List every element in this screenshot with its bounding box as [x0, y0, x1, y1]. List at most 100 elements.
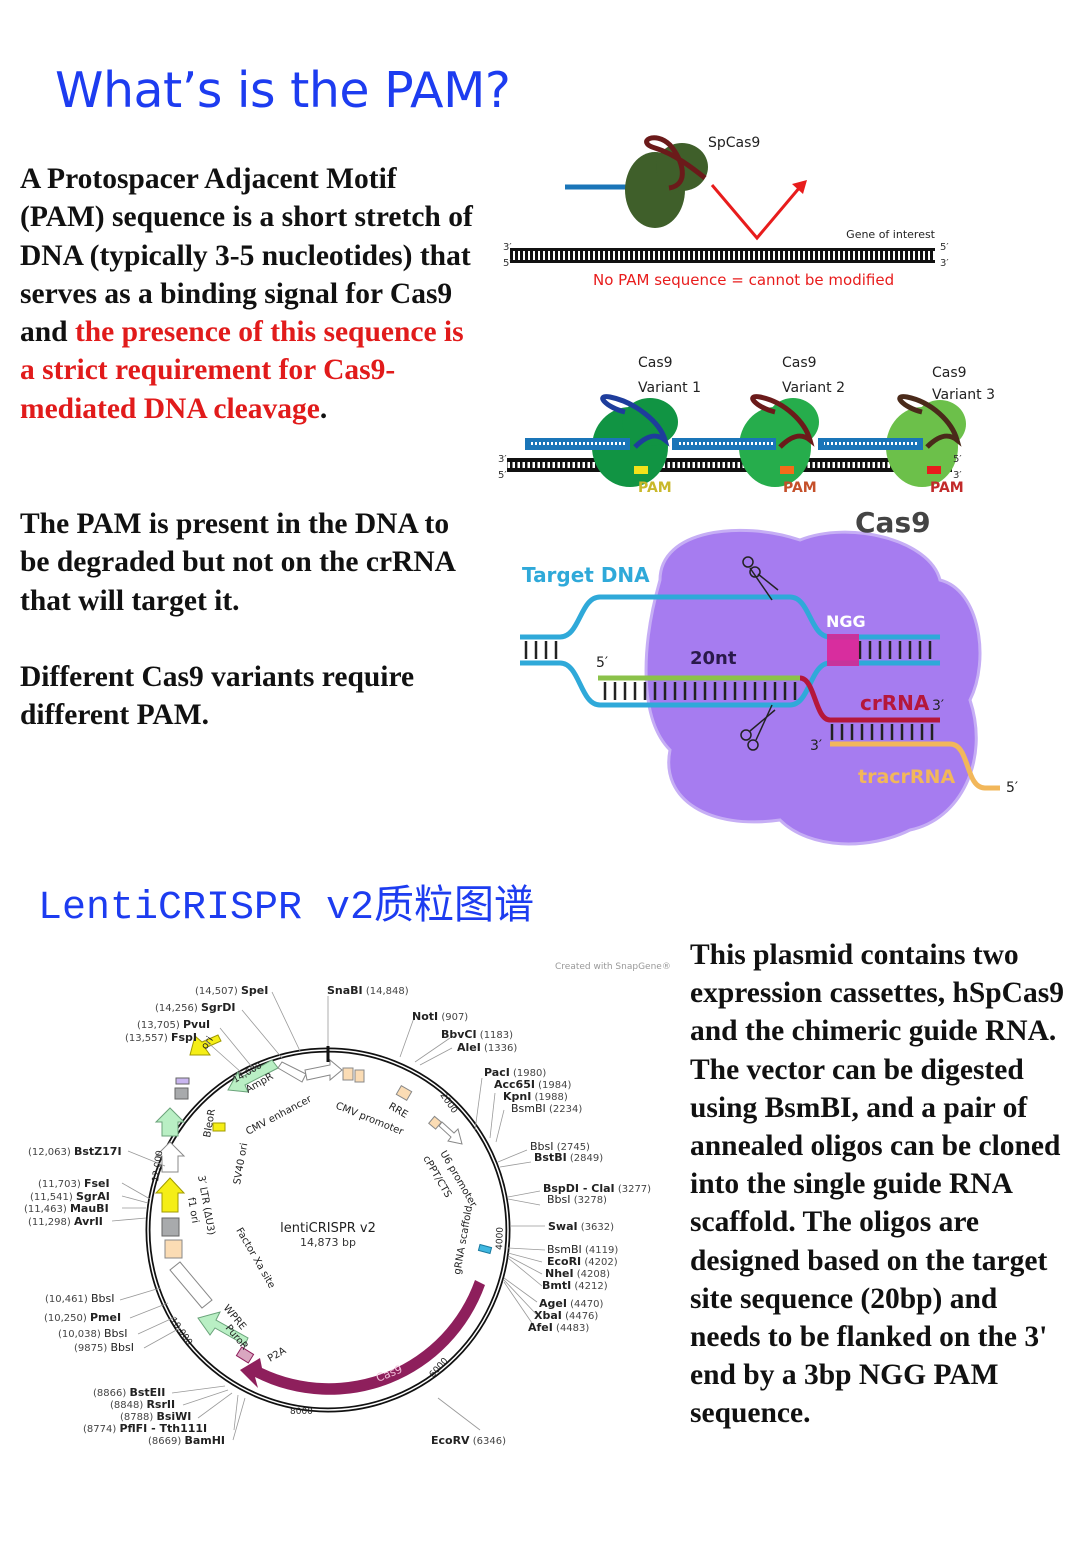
- variant-3-label-line1: Cas9: [932, 365, 967, 381]
- site-position: (11,703): [38, 1179, 81, 1190]
- right-site-label: BstBI (2849): [534, 1151, 603, 1164]
- end-label-3prime-left: 3′: [503, 242, 512, 253]
- right-site-label: BbsI (3278): [547, 1193, 607, 1206]
- site-position: (4212): [574, 1281, 608, 1292]
- right-site-label: BspDI - ClaI (3277): [543, 1182, 651, 1195]
- ngg-label: NGG: [826, 612, 866, 631]
- site-position: (8848): [110, 1400, 144, 1411]
- rre-label: RRE: [387, 1101, 410, 1121]
- site-enzyme-name: BbsI: [547, 1193, 571, 1206]
- cppt-feature: [428, 1115, 443, 1130]
- site-position: (3277): [617, 1184, 652, 1195]
- site-position: (1984): [538, 1080, 572, 1091]
- left-site-label: (14,256) SgrDI: [155, 1001, 235, 1014]
- tick-4000: 4000: [495, 1227, 506, 1251]
- site-enzyme-name: BbsI: [103, 1327, 128, 1340]
- site-position: (1336): [484, 1043, 518, 1054]
- variant-1-label-line1: Cas9: [638, 355, 673, 371]
- rre-feature: [395, 1084, 413, 1102]
- site-position: (12,063): [28, 1147, 71, 1158]
- site-enzyme-name: NotI: [412, 1010, 439, 1023]
- dna-base-pairs: [524, 641, 932, 659]
- site-position: (8788): [120, 1412, 154, 1423]
- variant-2: Cas9 Variant 2 PAM: [672, 355, 845, 496]
- site-position: (3632): [580, 1222, 615, 1233]
- left-site-label: (8866) BstEII: [93, 1386, 165, 1399]
- tracrrna-5prime-label: 5′: [1006, 780, 1018, 796]
- left-site-label: (9875) BbsI: [74, 1341, 134, 1354]
- pam-label-1: PAM: [638, 480, 672, 496]
- variants-paragraph: Different Cas9 variants require differen…: [20, 661, 415, 732]
- cas9-mechanism-figure: Cas9 Target DNA NGG 20nt 5′ crRNA 3′ 3′ …: [520, 506, 1018, 846]
- f1-ori-label: f1 ori: [185, 1197, 200, 1225]
- left-site-label: (11,703) FseI: [38, 1177, 110, 1190]
- site-enzyme-name: SgrAI: [75, 1190, 110, 1203]
- site-position: (10,250): [44, 1313, 87, 1324]
- right-site-label: BmtI (4212): [542, 1279, 608, 1292]
- variant-end-3prime-left: 3′: [498, 454, 507, 465]
- factor-xa-label: Factor Xa site: [233, 1226, 277, 1290]
- cas9-label: Cas9: [855, 506, 931, 539]
- site-enzyme-name: EcoRI: [547, 1255, 582, 1268]
- variant-3-label-line2: Variant 3: [932, 387, 995, 403]
- left-site-label: (11,541) SgrAI: [30, 1190, 110, 1203]
- site-position: (1988): [534, 1092, 568, 1103]
- site-position: (10,461): [45, 1294, 88, 1305]
- tracrrna-label: tracrRNA: [858, 766, 955, 788]
- variant-1-label-line2: Variant 1: [638, 380, 701, 396]
- pam-marker-1: [634, 466, 648, 474]
- page-title: What’s is the PAM?: [55, 62, 511, 119]
- right-site-label: Acc65I (1984): [494, 1078, 571, 1091]
- site-enzyme-name: BbsI: [110, 1341, 134, 1354]
- site-position: (4202): [584, 1257, 618, 1268]
- right-site-label: BbsI (2745): [530, 1140, 590, 1153]
- pam-definition-text: A Protospacer Adjacent Motif (PAM) seque…: [20, 163, 473, 349]
- right-site-label: EcoRI (4202): [547, 1255, 618, 1268]
- cas9-variants-figure: Cas9 Variant 1 PAM Cas9 Variant 2 PAM Ca…: [498, 355, 995, 496]
- left-site-label: (14,507) SpeI: [195, 984, 268, 997]
- pam-requirement-highlight: the presence of this sequence is a stric…: [20, 316, 464, 425]
- site-position: (9875): [74, 1343, 108, 1354]
- site-enzyme-name: SnaBI: [327, 984, 363, 997]
- bleor-feature: [154, 1107, 186, 1137]
- end-label-5prime-right: 5′: [940, 242, 949, 253]
- site-position: (8774): [83, 1424, 117, 1435]
- site-enzyme-name: BbsI: [90, 1292, 115, 1305]
- scissors-icon-bottom: [740, 704, 776, 751]
- plasmid-size: 14,873 bp: [300, 1236, 356, 1249]
- site-position: (4476): [565, 1311, 599, 1322]
- grna-scaffold-feature: [477, 1243, 493, 1255]
- site-position: (4119): [584, 1245, 619, 1256]
- left-site-label: (8788) BsiWI: [120, 1410, 191, 1423]
- site-enzyme-name: BmtI: [542, 1279, 572, 1292]
- site-position: (1183): [479, 1030, 514, 1041]
- site-enzyme-name: BbsI: [530, 1140, 554, 1153]
- site-enzyme-name: AvrII: [73, 1215, 103, 1228]
- grna-scaffold-label: gRNA scaffold: [452, 1205, 475, 1276]
- spcas9-protein: [625, 143, 708, 228]
- right-site-label: SnaBI (14,848): [327, 984, 409, 997]
- site-enzyme-name: PflFI - Tth111I: [119, 1422, 208, 1435]
- left-site-label: (8848) RsrII: [110, 1398, 175, 1411]
- site-enzyme-name: AgeI: [539, 1297, 567, 1310]
- site-enzyme-name: EcoRV: [431, 1434, 470, 1447]
- ltr-feature: [164, 1239, 183, 1259]
- tick-8000: 8000: [290, 1407, 313, 1417]
- variant-end-5prime-left: 5′: [498, 470, 507, 481]
- site-position: (11,298): [28, 1217, 71, 1228]
- end-label-3prime-right: 3′: [940, 258, 949, 269]
- site-position: (2234): [548, 1104, 583, 1115]
- site-enzyme-name: AleI: [457, 1041, 481, 1054]
- site-position: (13,705): [137, 1020, 180, 1031]
- wpre-feature: [169, 1261, 213, 1309]
- variant-3: Cas9 Variant 3 PAM: [818, 365, 995, 496]
- end-label-5prime-left: 5′: [503, 258, 512, 269]
- right-site-label: EcoRV (6346): [431, 1434, 506, 1447]
- tracrrna-strand: [830, 741, 1000, 791]
- pam-label-2: PAM: [783, 480, 817, 496]
- site-position: (907): [441, 1012, 469, 1023]
- site-enzyme-name: MauBI: [69, 1202, 109, 1215]
- bleor-label: BleoR: [202, 1108, 218, 1138]
- spcas9-label: SpCas9: [708, 135, 760, 151]
- ori-feature: [189, 1034, 222, 1056]
